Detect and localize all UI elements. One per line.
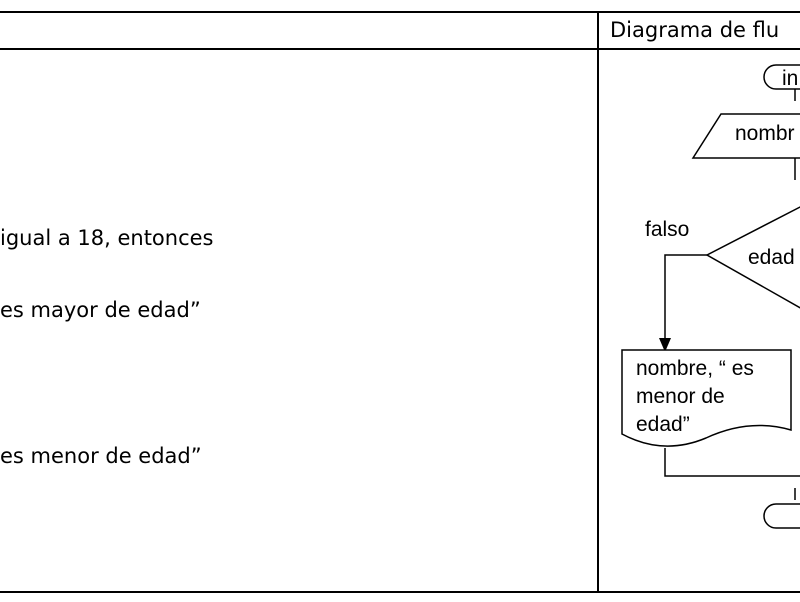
start-terminator <box>763 64 800 90</box>
false-branch-line <box>664 254 707 340</box>
merge-connector <box>664 448 800 477</box>
false-branch-arrowhead <box>659 338 671 352</box>
start-label: in <box>782 67 798 90</box>
output-line-2: menor de <box>636 385 725 408</box>
document-table: Diagrama de flu <box>0 11 800 593</box>
output-line-1: nombre, “ es <box>636 357 754 380</box>
input-parallelogram <box>691 113 800 159</box>
decision-label: edad <box>748 246 795 269</box>
pseudocode-line-condition: igual a 18, entonces <box>0 226 214 250</box>
false-branch-label: falso <box>645 218 689 241</box>
flowchart-column-header: Diagrama de flu <box>610 18 780 42</box>
flowchart-diagram: in nombr edad falso nombre, “ es menor d… <box>621 64 800 529</box>
output-line-3: edad” <box>636 413 690 436</box>
output-document-shape <box>621 349 792 447</box>
input-label: nombr <box>735 122 795 145</box>
pseudocode-line-minor: es menor de edad” <box>0 444 202 468</box>
end-terminator <box>763 503 800 529</box>
pseudocode-line-adult: es mayor de edad” <box>0 298 201 322</box>
header-divider <box>0 48 800 50</box>
flowchart-area: in nombr edad falso nombre, “ es menor d… <box>599 48 800 578</box>
column-divider <box>597 13 599 591</box>
